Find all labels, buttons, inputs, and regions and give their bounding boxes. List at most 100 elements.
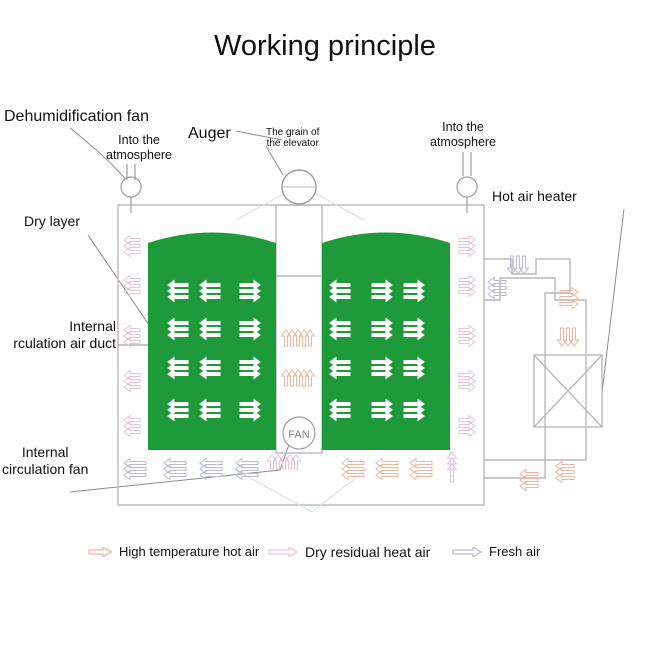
- airflow-arrow: [329, 291, 351, 303]
- airflow-arrow: [123, 336, 141, 348]
- airflow-arrow: [403, 291, 425, 303]
- airflow-arrow: [284, 454, 296, 470]
- airflow-arrow: [375, 469, 399, 481]
- legend-fresh: Fresh air: [452, 544, 540, 559]
- legend-label: Fresh air: [489, 544, 541, 559]
- airflow-arrow: [409, 457, 433, 469]
- airflow-arrow: [123, 381, 141, 393]
- housing: [117, 204, 603, 506]
- airflow-arrow: [519, 468, 539, 480]
- airflow-arrow: [239, 291, 261, 303]
- airflow-arrow: [555, 460, 575, 472]
- airflow-arrow: [341, 457, 365, 469]
- airflow-arrow: [329, 368, 351, 380]
- airflow-arrow: [519, 480, 539, 492]
- airflow-arrow: [568, 327, 580, 347]
- airflow-arrow: [375, 463, 399, 475]
- airflow-arrow: [199, 291, 221, 303]
- left-chimney: [120, 164, 142, 213]
- label-hot-air-heater: Hot air heater: [492, 188, 577, 204]
- airflow-arrow: [458, 336, 476, 348]
- airflow-arrow: [403, 329, 425, 341]
- fresh-air-arrow-icon: [452, 546, 482, 557]
- airflow-arrow: [375, 457, 399, 469]
- airflow-arrow: [458, 420, 476, 432]
- airflow-arrow: [371, 329, 393, 341]
- fan-label: FAN: [288, 429, 309, 441]
- airflow-arrow: [409, 463, 433, 475]
- airflow-arrow: [163, 469, 187, 481]
- right-chimney: [456, 152, 478, 213]
- airflow-arrow: [519, 474, 539, 486]
- airflow-arrow: [298, 369, 310, 387]
- leader-heater: [601, 208, 625, 394]
- label-auger: Auger: [188, 125, 231, 142]
- airflow-arrow: [199, 469, 223, 481]
- leader-fan: [69, 435, 293, 493]
- airflow-arrow: [458, 426, 476, 438]
- airflow-arrow: [199, 368, 221, 380]
- airflow-arrow: [562, 327, 574, 347]
- airflow-arrow: [286, 369, 298, 387]
- airflow-arrow: [123, 280, 141, 292]
- airflow-arrow: [123, 246, 141, 258]
- airflow-arrow: [123, 330, 141, 342]
- center-column: [275, 204, 323, 454]
- airflow-arrow: [304, 329, 316, 347]
- airflow-arrow: [280, 369, 292, 387]
- airflow-arrow: [278, 454, 290, 470]
- airflow-arrow: [266, 454, 278, 470]
- airflow-arrow: [446, 451, 458, 471]
- label-internal-circulation-fan: Internal circulation fan: [2, 444, 89, 477]
- airflow-arrow: [458, 381, 476, 393]
- residual-air-arrow-icon: [268, 547, 298, 557]
- airflow-arrow: [458, 375, 476, 387]
- airflow-arrow: [304, 369, 316, 387]
- airflow-arrow: [512, 255, 524, 275]
- label-dehumidification-fan: Dehumidification fan: [4, 108, 149, 125]
- airflow-arrow: [123, 286, 141, 298]
- airflow-arrow: [371, 410, 393, 422]
- airflow-arrow: [458, 330, 476, 342]
- airflow-arrow: [123, 234, 141, 246]
- airflow-arrow: [458, 324, 476, 336]
- airflow-arrow: [458, 274, 476, 286]
- airflow-arrow: [123, 426, 141, 438]
- outer-duct: [484, 258, 571, 479]
- airflow-arrow: [199, 457, 223, 469]
- airflow-arrow: [559, 298, 579, 310]
- airflow-arrow: [163, 457, 187, 469]
- airflow-arrow: [239, 410, 261, 422]
- airflow-arrow: [290, 454, 302, 470]
- airflow-arrow: [167, 368, 189, 380]
- airflow-arrow: [123, 375, 141, 387]
- airflow-arrow: [329, 410, 351, 422]
- airflow-arrow: [518, 255, 530, 275]
- airflow-arrow: [199, 410, 221, 422]
- airflow-arrow: [272, 454, 284, 470]
- airflow-arrow: [123, 240, 141, 252]
- airflow-arrow: [292, 329, 304, 347]
- airflow-arrow: [167, 329, 189, 341]
- internal-fan: [282, 416, 316, 450]
- airflow-arrow: [123, 369, 141, 381]
- hot-air-arrow-icon: [88, 546, 112, 557]
- label-into-atmosphere-right: Into the atmosphere: [430, 120, 497, 149]
- airflow-arrow: [235, 457, 259, 469]
- leader-grain: [265, 145, 284, 176]
- airflow-arrow: [286, 329, 298, 347]
- airflow-arrow: [123, 420, 141, 432]
- airflow-arrow: [239, 329, 261, 341]
- leader-auger: [235, 130, 283, 141]
- airflow-arrow: [559, 292, 579, 304]
- leader-dehumidification: [69, 127, 129, 183]
- airflow-arrow: [371, 291, 393, 303]
- airflow-arrow: [487, 282, 507, 294]
- label-internal-circulation-air-duct: Internal rculation air duct: [13, 318, 116, 351]
- legend-label: Dry residual heat air: [305, 544, 431, 560]
- airflow-arrow: [123, 324, 141, 336]
- airflow-arrow: [199, 463, 223, 475]
- airflow-arrow: [446, 463, 458, 483]
- airflow-arrow: [458, 246, 476, 258]
